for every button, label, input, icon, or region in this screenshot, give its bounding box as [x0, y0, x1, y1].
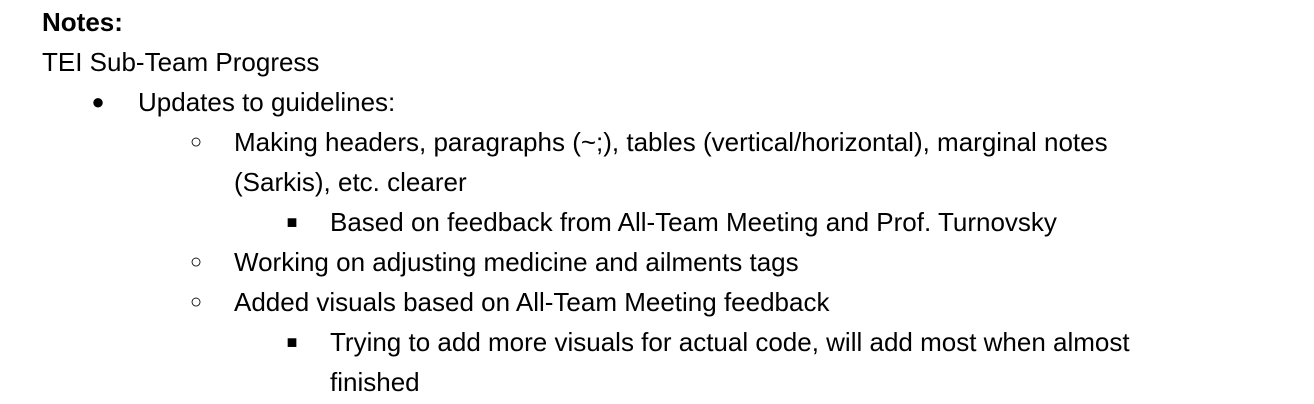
notes-title: TEI Sub-Team Progress [42, 47, 320, 77]
list-item-trying-to-add-line-1: Trying to add more visuals for actual co… [330, 327, 1130, 357]
list-item-added-visuals: Added visuals based on All-Team Meeting … [234, 287, 830, 317]
circle-bullet-icon: ○ [189, 291, 203, 313]
list-item-trying-to-add-line-2: finished [330, 367, 420, 397]
list-item-adjusting-tags: Working on adjusting medicine and ailmen… [234, 247, 799, 277]
square-bullet-icon: ■ [286, 332, 298, 352]
square-bullet-icon: ■ [286, 212, 298, 232]
disc-bullet-icon: ● [91, 89, 105, 114]
circle-bullet-icon: ○ [189, 131, 203, 153]
circle-bullet-icon: ○ [189, 251, 203, 273]
list-item-making-headers-line-1: Making headers, paragraphs (~;), tables … [234, 127, 1108, 157]
list-item-updates-to-guidelines: Updates to guidelines: [138, 87, 396, 117]
notes-heading: Notes: [42, 7, 123, 37]
list-item-making-headers-line-2: (Sarkis), etc. clearer [234, 167, 467, 197]
list-item-based-on-feedback: Based on feedback from All-Team Meeting … [330, 207, 1057, 237]
